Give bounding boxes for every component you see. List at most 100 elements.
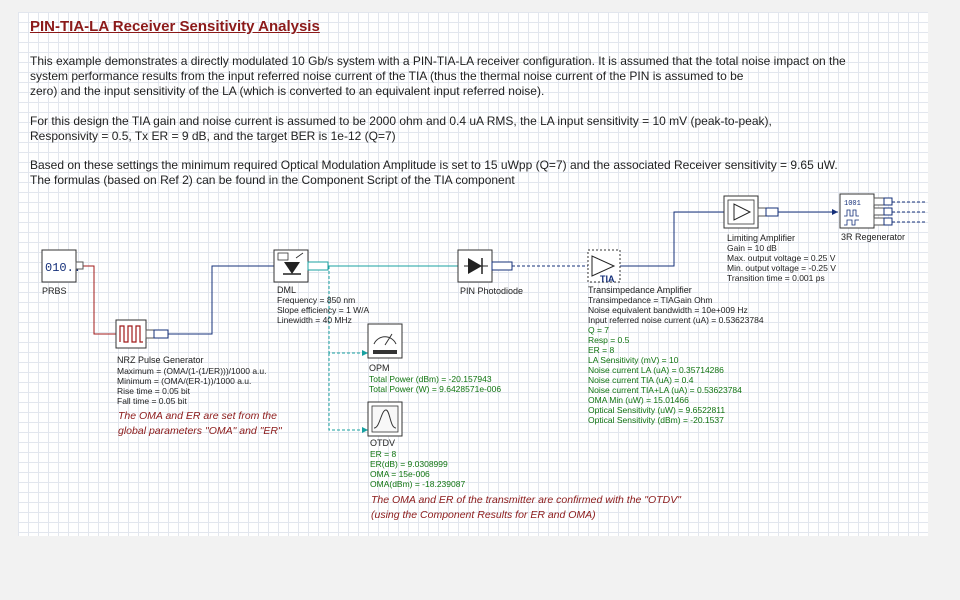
description-paragraph-2: For this design the TIA gain and noise c… bbox=[30, 114, 772, 144]
result-line: OMA Min (uW) = 15.01466 bbox=[588, 395, 689, 405]
property-line: Input referred noise current (uA) = 0.53… bbox=[588, 315, 764, 325]
prbs-output-port[interactable] bbox=[75, 261, 84, 270]
property-line: Noise equivalent bandwidth = 10e+009 Hz bbox=[588, 305, 748, 315]
note-line: The OMA and ER of the transmitter are co… bbox=[371, 494, 681, 506]
dml-output-port[interactable] bbox=[307, 261, 329, 271]
property-line: Minimum = (OMA/(ER-1))/1000 a.u. bbox=[117, 376, 252, 386]
3r-regenerator-component[interactable]: 1001 bbox=[839, 193, 893, 229]
note-line: (using the Component Results for ER and … bbox=[371, 509, 596, 521]
description-paragraph-3: Based on these settings the minimum requ… bbox=[30, 158, 838, 188]
property-line: Fall time = 0.05 bit bbox=[117, 396, 187, 406]
wire-dml-to-otdv[interactable] bbox=[328, 353, 368, 431]
limiting-amplifier-component[interactable] bbox=[723, 195, 779, 229]
result-line: Optical Sensitivity (dBm) = -20.1537 bbox=[588, 415, 724, 425]
wire-prbs-to-nrz[interactable] bbox=[76, 265, 116, 335]
la-properties: Gain = 10 dB Max. output voltage = 0.25 … bbox=[727, 243, 836, 283]
limiting-amplifier-icon bbox=[733, 203, 752, 221]
meter-display bbox=[373, 350, 397, 354]
result-line: LA Sensitivity (mV) = 10 bbox=[588, 355, 679, 365]
tia-label: Transimpedance Amplifier bbox=[588, 285, 692, 295]
nrz-label: NRZ Pulse Generator bbox=[117, 355, 204, 365]
paragraph-line: zero) and the input sensitivity of the L… bbox=[30, 84, 545, 98]
property-line: Rise time = 0.05 bit bbox=[117, 386, 190, 396]
emission-arrow-icon bbox=[295, 252, 304, 259]
power-meter-icon bbox=[373, 336, 397, 345]
otdv-label: OTDV bbox=[370, 438, 396, 448]
paragraph-line: This example demonstrates a directly mod… bbox=[30, 54, 846, 68]
amplifier-triangle-icon bbox=[591, 255, 616, 277]
regen-waveform-icon-2 bbox=[844, 219, 859, 226]
arrowhead-regen bbox=[832, 209, 838, 215]
result-line: Noise current TIA+LA (uA) = 0.53623784 bbox=[588, 385, 742, 395]
tia-icon-text: TIA bbox=[600, 274, 615, 284]
regen-port-6[interactable] bbox=[883, 217, 893, 226]
result-line: Noise current TIA (uA) = 0.4 bbox=[588, 375, 694, 385]
nrz-output-port[interactable] bbox=[153, 329, 169, 339]
regen-port-2[interactable] bbox=[873, 207, 885, 216]
nrz-input-port[interactable] bbox=[145, 329, 155, 339]
tia-results: Q = 7 Resp = 0.5 ER = 8 LA Sensitivity (… bbox=[588, 325, 742, 425]
result-line: ER(dB) = 9.0308999 bbox=[370, 459, 448, 469]
paragraph-line: For this design the TIA gain and noise c… bbox=[30, 114, 772, 128]
paragraph-line: system performance results from the inpu… bbox=[30, 69, 744, 83]
opm-results: Total Power (dBm) = -20.157943 Total Pow… bbox=[369, 374, 501, 394]
pulse-waveform-icon bbox=[119, 325, 143, 343]
oscilloscope-icon bbox=[373, 409, 397, 429]
oma-er-confirmation-note: The OMA and ER of the transmitter are co… bbox=[371, 493, 681, 523]
la-output-port[interactable] bbox=[765, 207, 779, 217]
description-paragraph-1: This example demonstrates a directly mod… bbox=[30, 54, 846, 99]
dml-properties: Frequency = 850 nm Slope efficiency = 1 … bbox=[277, 295, 369, 325]
laser-icon-box bbox=[277, 252, 289, 261]
note-line: The OMA and ER are set from the bbox=[118, 410, 277, 422]
page-title: PIN-TIA-LA Receiver Sensitivity Analysis bbox=[30, 18, 320, 35]
result-line: Total Power (dBm) = -20.157943 bbox=[369, 374, 492, 384]
regen-port-3[interactable] bbox=[873, 217, 885, 226]
pin-photodiode-component[interactable] bbox=[457, 249, 513, 283]
property-line: Min. output voltage = -0.25 V bbox=[727, 263, 836, 273]
result-line: ER = 8 bbox=[588, 345, 615, 355]
result-line: Total Power (W) = 9.6428571e-006 bbox=[369, 384, 502, 394]
meter-needle bbox=[384, 333, 393, 346]
result-line: OMA(dBm) = -18.239087 bbox=[370, 479, 466, 489]
wire-tia-to-la[interactable] bbox=[620, 211, 724, 267]
regen-icon-text: 1001 bbox=[844, 200, 861, 208]
paragraph-line: The formulas (based on Ref 2) can be fou… bbox=[30, 173, 515, 187]
prbs-component[interactable]: 010.. bbox=[41, 249, 84, 283]
tia-properties: Transimpedance = TIAGain Ohm Noise equiv… bbox=[588, 295, 764, 325]
tia-component[interactable]: TIA bbox=[587, 249, 621, 284]
paragraph-line: Responsivity = 0.5, Tx ER = 9 dB, and th… bbox=[30, 129, 396, 143]
opm-component[interactable] bbox=[367, 323, 403, 359]
note-line: global parameters "OMA" and "ER" bbox=[118, 425, 282, 437]
wire-nrz-to-dml[interactable] bbox=[168, 265, 274, 335]
prbs-icon-text: 010.. bbox=[45, 261, 81, 275]
regen-waveform-icon-1 bbox=[844, 209, 859, 217]
arrowhead-otdv bbox=[362, 427, 368, 433]
regen-port-4[interactable] bbox=[883, 197, 893, 206]
la-port-1[interactable] bbox=[757, 207, 767, 217]
otdv-component[interactable] bbox=[367, 401, 403, 437]
nrz-properties: Maximum = (OMA/(1-(1/ER)))/1000 a.u. Min… bbox=[117, 366, 267, 406]
regen-port-5[interactable] bbox=[883, 207, 893, 216]
regen-port-1[interactable] bbox=[873, 197, 885, 206]
la-label: Limiting Amplifier bbox=[727, 233, 796, 243]
prbs-label: PRBS bbox=[42, 286, 67, 296]
result-line: Optical Sensitivity (uW) = 9.6522811 bbox=[588, 405, 726, 415]
property-line: Gain = 10 dB bbox=[727, 243, 777, 253]
property-line: Linewidth = 40 MHz bbox=[277, 315, 352, 325]
regen-label: 3R Regenerator bbox=[841, 232, 906, 242]
nrz-pulse-generator-component[interactable] bbox=[115, 319, 169, 349]
photodiode-icon bbox=[468, 258, 482, 274]
property-line: Transimpedance = TIAGain Ohm bbox=[588, 295, 713, 305]
result-line: Noise current LA (uA) = 0.35714286 bbox=[588, 365, 724, 375]
result-line: ER = 8 bbox=[370, 449, 397, 459]
dml-component[interactable] bbox=[273, 249, 329, 283]
property-line: Frequency = 850 nm bbox=[277, 295, 356, 305]
property-line: Slope efficiency = 1 W/A bbox=[277, 305, 370, 315]
otdv-results: ER = 8 ER(dB) = 9.0308999 OMA = 15e-006 … bbox=[370, 449, 465, 489]
property-line: Maximum = (OMA/(1-(1/ER)))/1000 a.u. bbox=[117, 366, 267, 376]
pin-output-port[interactable] bbox=[491, 261, 513, 271]
result-line: Q = 7 bbox=[588, 325, 610, 335]
oma-er-parameters-note: The OMA and ER are set from the global p… bbox=[118, 409, 282, 439]
opm-label: OPM bbox=[369, 363, 390, 373]
